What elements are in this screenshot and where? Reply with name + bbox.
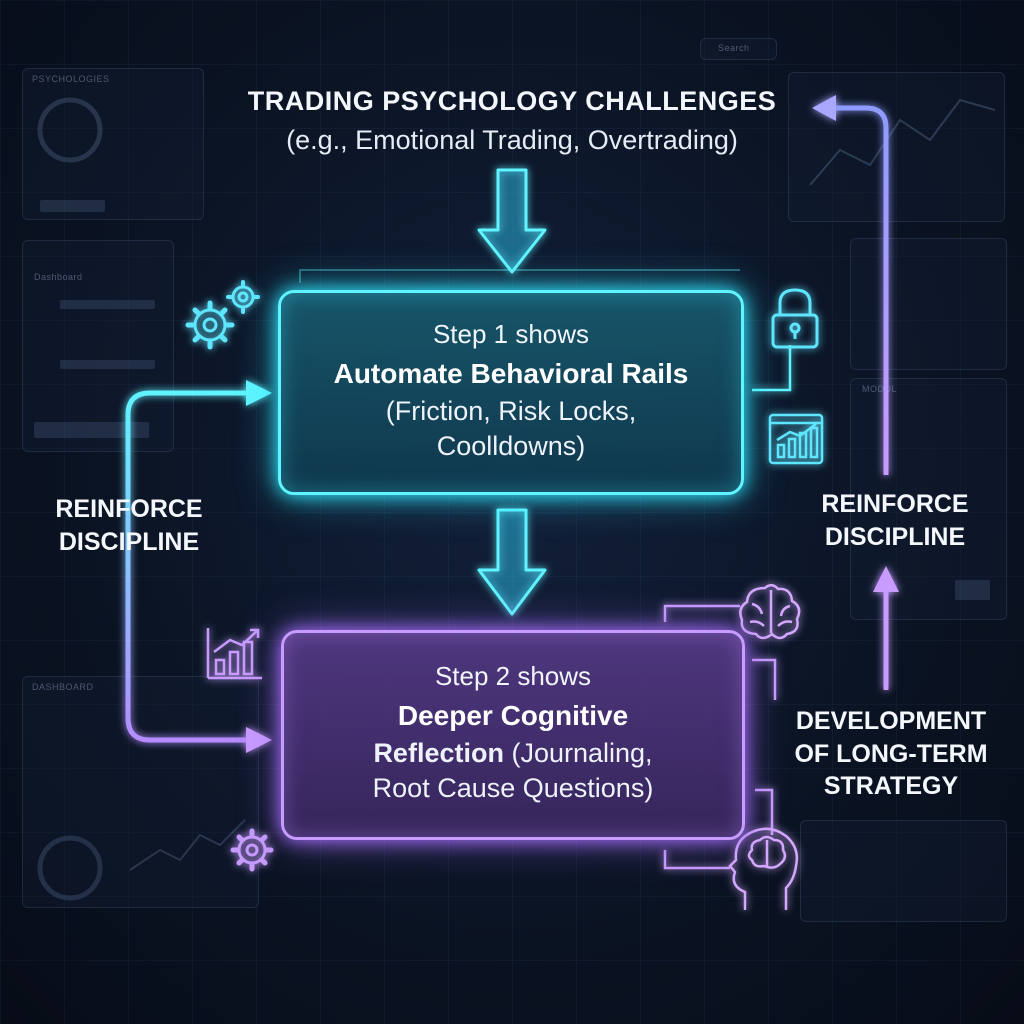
bg-panel-left	[22, 240, 174, 452]
step1-label: Step 1 shows	[432, 319, 590, 349]
bg-panel-right-2	[850, 378, 1007, 620]
title-subtitle: (e.g., Emotional Trading, Overtrading)	[286, 125, 738, 155]
long-term-line2: OF LONG-TERM	[794, 739, 988, 768]
bg-panel-top-left	[22, 68, 204, 220]
step1-detail-line2: Coolldowns)	[436, 430, 586, 461]
step2-box: Step 2 shows Deeper Cognitive Reflection…	[281, 630, 745, 840]
step1-detail: (Friction, Risk Locks, Coolldowns)	[281, 394, 741, 463]
step2-bracket-bottom	[663, 850, 730, 870]
bg-bar	[34, 422, 149, 438]
step2-bracket-side	[752, 658, 777, 700]
right-reinforce-line1: REINFORCE	[821, 490, 969, 518]
lock-icon	[771, 288, 819, 349]
title-main: TRADING PSYCHOLOGY CHALLENGES	[247, 86, 777, 116]
bg-panel-right	[850, 238, 1007, 370]
head-brain-icon	[728, 827, 799, 910]
bg-bar	[60, 300, 155, 309]
step2-detail-line1: Reflection (Journaling,	[284, 736, 742, 771]
gears-icon	[185, 280, 260, 350]
step2-detail-line2: Root Cause Questions)	[372, 772, 654, 803]
step2-bracket-top	[663, 604, 740, 622]
bg-search-bar	[700, 38, 777, 60]
long-term-line1: DEVELOPMENT	[795, 707, 987, 735]
growth-chart-icon	[206, 628, 262, 680]
long-term-line3: STRATEGY	[823, 772, 959, 800]
step1-box: Step 1 shows Automate Behavioral Rails (…	[278, 290, 744, 495]
step2-detail: Reflection (Journaling, Root Cause Quest…	[284, 736, 742, 805]
step1-bracket-right	[752, 345, 792, 392]
down-arrow-2	[477, 508, 547, 616]
bg-panel-right-title: MODUL	[862, 384, 898, 394]
bg-search-text: Search	[718, 43, 750, 53]
step2-label: Step 2 shows	[434, 661, 592, 691]
left-reinforce-label: REINFORCE DISCIPLINE	[34, 493, 224, 558]
left-loop-arrow	[125, 380, 272, 753]
step1-detail-line1: (Friction, Risk Locks,	[385, 396, 637, 426]
brain-icon	[739, 584, 801, 640]
step1-bracket-top	[299, 269, 740, 283]
bg-bar	[40, 200, 105, 212]
bg-panel-bottom-right	[800, 820, 1007, 922]
right-loop-arrow	[812, 95, 899, 690]
bar-chart-icon	[768, 413, 824, 465]
step2-bracket-lower	[755, 788, 774, 835]
bg-panel-top-right	[788, 72, 1005, 222]
step2-detail-line1-rest: (Journaling,	[503, 738, 653, 768]
bg-panel-left-title: Dashboard	[34, 272, 83, 282]
left-reinforce-line2: DISCIPLINE	[58, 527, 200, 556]
bg-panel-bottom-left	[22, 676, 259, 908]
bg-panel-top-left-title: PSYCHOLOGIES	[32, 74, 110, 84]
bg-line-chart	[129, 819, 246, 871]
bg-gauge	[37, 97, 103, 163]
diagram-title: TRADING PSYCHOLOGY CHALLENGES (e.g., Emo…	[150, 86, 874, 156]
bg-line-chart	[809, 98, 996, 186]
down-arrow-1	[477, 168, 547, 274]
gear-icon	[230, 828, 274, 872]
long-term-strategy-label: DEVELOPMENT OF LONG-TERM STRATEGY	[776, 705, 1006, 803]
bg-panel-bottom-left-title: DASHBOARD	[32, 682, 94, 692]
step2-heading-cont: Reflection	[373, 738, 504, 768]
step2-heading: Deeper Cognitive	[397, 700, 629, 731]
right-reinforce-line2: DISCIPLINE	[824, 522, 966, 551]
left-reinforce-line1: REINFORCE	[55, 495, 203, 523]
bg-bar	[955, 580, 990, 600]
right-reinforce-label: REINFORCE DISCIPLINE	[800, 488, 990, 553]
step1-heading: Automate Behavioral Rails	[333, 358, 689, 389]
bg-bar	[60, 360, 155, 369]
bg-gauge	[37, 835, 103, 901]
